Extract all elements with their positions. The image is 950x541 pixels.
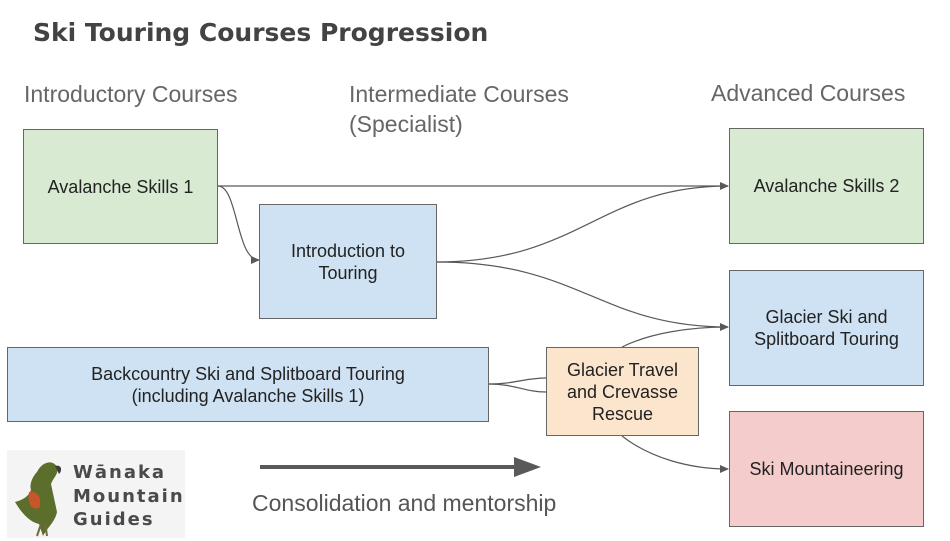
node-introduction-to-touring[interactable]: Introduction to Touring bbox=[259, 204, 437, 319]
edge-glacier-travel-to-ski-mountaineering bbox=[621, 435, 729, 473]
node-glacier-travel-line-2: and Crevasse bbox=[566, 381, 679, 402]
node-glacier-ski-line-1: Glacier Ski and bbox=[765, 307, 888, 327]
node-introduction-to-touring-line-2: Touring bbox=[318, 262, 378, 283]
node-ski-mountaineering[interactable]: Ski Mountaineering bbox=[729, 411, 924, 527]
node-glacier-travel-line-1: Glacier Travel bbox=[566, 359, 679, 380]
logo-line-1: Wānaka bbox=[73, 462, 167, 483]
kea-bird-icon bbox=[15, 462, 62, 537]
node-avalanche-skills-1-label: Avalanche Skills 1 bbox=[47, 176, 194, 197]
column-heading-introductory: Introductory Courses bbox=[24, 81, 238, 107]
logo: Wānaka Mountain Guides bbox=[7, 450, 185, 538]
consolidation-arrow bbox=[260, 457, 541, 477]
node-avalanche-skills-1[interactable]: Avalanche Skills 1 bbox=[23, 129, 218, 244]
consolidation-label: Consolidation and mentorship bbox=[252, 490, 557, 516]
edge-intro-touring-to-glacier-ski bbox=[436, 261, 729, 331]
node-glacier-travel-crevasse-rescue[interactable]: Glacier Travel and Crevasse Rescue bbox=[546, 347, 699, 436]
node-ski-mountaineering-label: Ski Mountaineering bbox=[749, 459, 904, 479]
node-backcountry-touring[interactable]: Backcountry Ski and Splitboard Touring (… bbox=[7, 347, 489, 422]
node-avalanche-skills-2-label: Avalanche Skills 2 bbox=[753, 176, 900, 196]
edge-intro-touring-to-as2 bbox=[436, 185, 729, 263]
node-glacier-ski-line-2: Splitboard Touring bbox=[754, 329, 899, 349]
node-avalanche-skills-2[interactable]: Avalanche Skills 2 bbox=[729, 128, 924, 244]
node-glacier-travel-line-3: Rescue bbox=[591, 403, 654, 424]
column-heading-intermediate-line-2: (Specialist) bbox=[349, 111, 463, 137]
logo-line-2: Mountain bbox=[73, 485, 185, 507]
page-title: Ski Touring Courses Progression bbox=[33, 18, 489, 47]
node-glacier-ski-splitboard-touring[interactable]: Glacier Ski and Splitboard Touring bbox=[729, 270, 924, 386]
edge-as1-to-intro-touring bbox=[217, 185, 260, 264]
node-backcountry-touring-line-1: Backcountry Ski and Splitboard Touring bbox=[91, 363, 405, 384]
edge-glacier-travel-to-glacier-ski bbox=[621, 326, 729, 348]
node-introduction-to-touring-line-1: Introduction to bbox=[290, 240, 406, 261]
column-heading-advanced: Advanced Courses bbox=[711, 80, 906, 106]
logo-wordmark: Wānaka Mountain Guides bbox=[73, 461, 185, 532]
edge-backcountry-to-glacier-travel-a bbox=[488, 377, 547, 385]
edge-backcountry-to-glacier-travel-b bbox=[488, 383, 547, 393]
column-heading-intermediate-line-1: Intermediate Courses bbox=[349, 81, 569, 107]
column-heading-intermediate: Intermediate Courses (Specialist) bbox=[349, 79, 569, 139]
node-backcountry-touring-line-2: (including Avalanche Skills 1) bbox=[131, 385, 365, 406]
logo-line-3: Guides bbox=[73, 509, 155, 530]
